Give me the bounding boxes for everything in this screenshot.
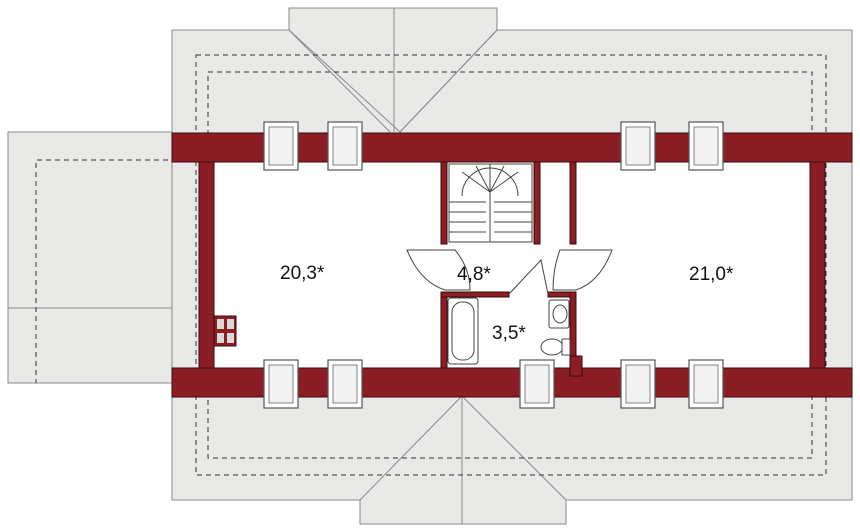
toilet: [540, 338, 564, 356]
toilet-tank: [561, 338, 571, 356]
chimney-flue-1: [217, 319, 224, 329]
right-cheek-curve: [552, 249, 613, 291]
room-area-hall: 4,8*: [457, 264, 491, 285]
dormer-window-top-2-frame: [332, 126, 358, 166]
bathtub-basin: [451, 301, 475, 361]
dormer-window-bottom-2-frame: [332, 364, 358, 404]
dormer-window-bottom-1-frame: [268, 364, 294, 404]
wall-stair-right: [533, 161, 541, 245]
chimney: [213, 315, 237, 347]
wall-left: [198, 161, 215, 369]
chimney-flue-4: [227, 333, 234, 343]
left-cheek-curve: [406, 249, 471, 291]
room-area-bath: 3,5*: [492, 323, 526, 344]
top-gable-valley-left: [288, 29, 391, 133]
dormer-window-bottom-5-frame: [693, 364, 719, 404]
top-gable-valley-right: [399, 29, 498, 133]
eave-outline-outer: [195, 54, 827, 476]
chimney-flue-2: [227, 319, 234, 329]
wall-bath-right: [569, 291, 577, 357]
room-area-right: 21,0*: [689, 264, 734, 285]
bathroom-fixtures: [447, 297, 583, 377]
room-area-left: 20,3*: [280, 263, 325, 284]
dormers-bottom: [263, 359, 724, 409]
staircase: [448, 163, 533, 243]
wall-right: [809, 161, 826, 369]
bath-door-swing: [508, 258, 549, 295]
wall-partition-right: [569, 161, 577, 245]
dormer-window-bottom-3-frame: [524, 364, 550, 404]
dormer-window-top-3-frame: [625, 126, 651, 166]
wall-bath-left: [440, 291, 448, 369]
dormer-window-bottom-4-frame: [625, 364, 651, 404]
bottom-gable-roof: [359, 395, 567, 525]
dormer-window-top-1-frame: [268, 126, 294, 166]
washbasin-bowl: [552, 304, 568, 324]
dormers-top: [263, 121, 724, 171]
chimney-flue-3: [217, 333, 224, 343]
wall-bath-top: [440, 291, 510, 298]
left-annex-roof: [7, 131, 205, 384]
annex-eave-outline: [35, 159, 204, 383]
wall-stair-left: [440, 161, 448, 245]
dormer-window-top-4-frame: [693, 126, 719, 166]
vent-shaft: [569, 355, 583, 377]
